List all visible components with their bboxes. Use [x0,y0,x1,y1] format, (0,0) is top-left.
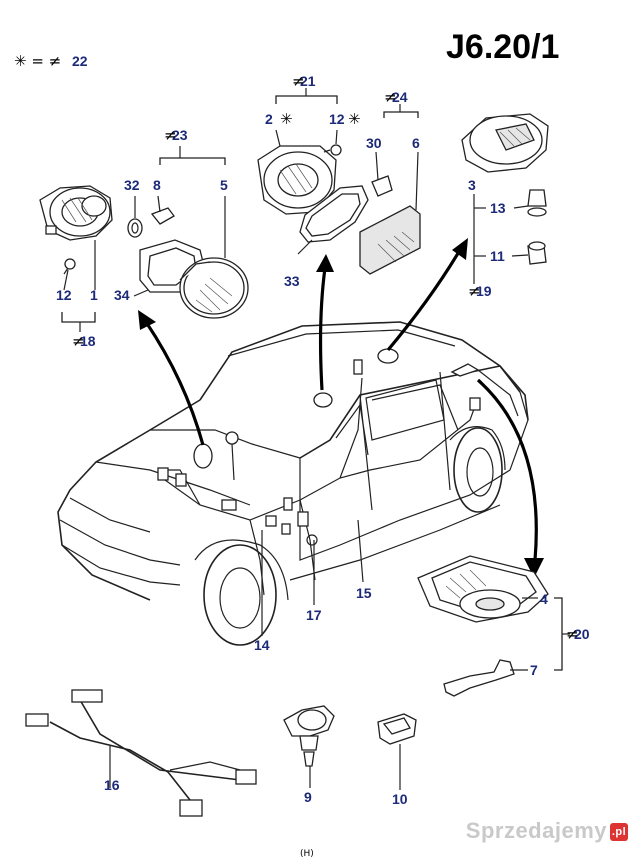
callout-20: 20 [574,626,590,642]
callout-30: 30 [366,135,382,151]
location-arrows [138,238,544,578]
callout-13: 13 [490,200,506,216]
callout-14: 14 [254,637,270,653]
callout-32: 32 [124,177,140,193]
not-equal-mark: ≠ [566,625,579,643]
callout-33: 33 [284,273,300,289]
legend-ref: 22 [72,53,88,69]
watermark-text: Sprzedajemy [465,818,607,843]
not-equal-mark: ≠ [384,88,397,106]
rear-deck-speaker-group [417,555,570,697]
callout-marks: ✳ ✳ ≠ ≠ ≠ ≠ ≠ ≠ [72,72,579,643]
callout-9: 9 [304,789,312,805]
car-wiring-loom [157,348,481,636]
callout-34: 34 [114,287,130,303]
clip-10 [377,713,417,790]
not-equal-mark: ≠ [468,282,481,300]
callout-1: 1 [90,287,98,303]
callout-10: 10 [392,791,408,807]
rear-speaker-group [461,113,549,284]
callout-5: 5 [220,177,228,193]
callout-23: 23 [172,127,188,143]
callout-11: 11 [490,248,505,264]
footer-mark: (H) [300,849,314,859]
callout-12-middle: 12 [329,111,345,127]
watermark-badge: .pl [610,823,628,842]
callout-19: 19 [476,283,492,299]
not-equal-mark: ≠ [72,332,85,350]
callout-12-left: 12 [56,287,72,303]
callout-3: 3 [468,177,476,193]
legend-symbol: ✳ = ≠ [14,52,61,70]
callout-4: 4 [540,591,548,607]
callout-18: 18 [80,333,96,349]
callout-8: 8 [153,177,161,193]
callout-17: 17 [306,607,322,623]
front-speaker-group [39,146,249,332]
not-equal-mark: ≠ [164,126,177,144]
middle-speaker-group [257,88,421,275]
callout-labels: 1 12 34 32 8 5 23 18 21 2 12 24 30 6 33 … [56,73,590,807]
page-code: J6.20/1 [446,28,559,66]
callout-16: 16 [104,777,120,793]
callout-2: 2 [265,111,273,127]
callout-24: 24 [392,89,408,105]
clip-9 [283,705,335,788]
asterisk-mark: ✳ [280,110,293,128]
wiring-harness-16 [25,689,257,817]
callout-15: 15 [356,585,372,601]
asterisk-mark: ✳ [348,110,361,128]
callout-21: 21 [300,73,316,89]
watermark: Sprzedajemy.pl [466,818,628,844]
not-equal-mark: ≠ [292,72,305,90]
callout-7: 7 [530,662,538,678]
callout-6: 6 [412,135,420,151]
legend: ✳ = ≠ 22 [14,52,88,70]
